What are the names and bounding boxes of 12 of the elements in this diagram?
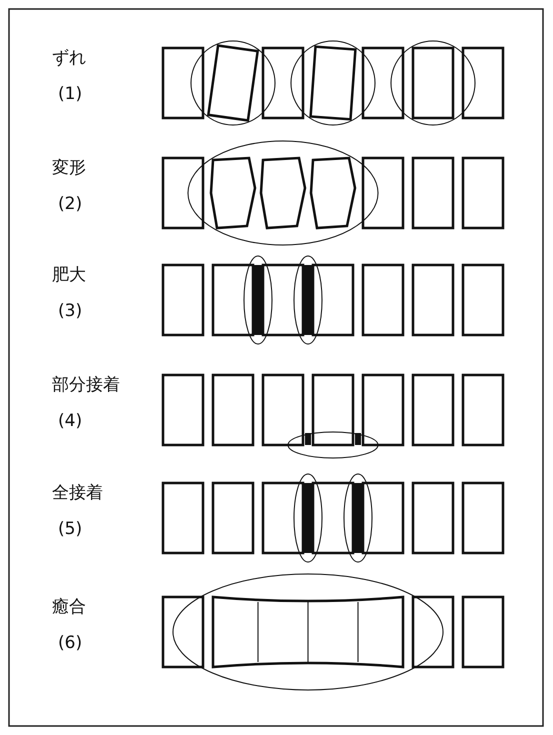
row-title: 癒合 <box>52 596 86 618</box>
row-title: 全接着 <box>52 482 103 504</box>
row-number: (2) <box>58 194 82 214</box>
row-title: ずれ <box>52 47 86 69</box>
row-number: (6) <box>58 633 82 653</box>
row-number: (1) <box>58 84 82 104</box>
row-number: (5) <box>58 519 82 539</box>
row-number: (4) <box>58 411 82 431</box>
row-number: (3) <box>58 301 82 321</box>
row-title: 部分接着 <box>52 374 120 396</box>
row-title: 肥大 <box>52 264 86 286</box>
row-title: 変形 <box>52 157 86 179</box>
